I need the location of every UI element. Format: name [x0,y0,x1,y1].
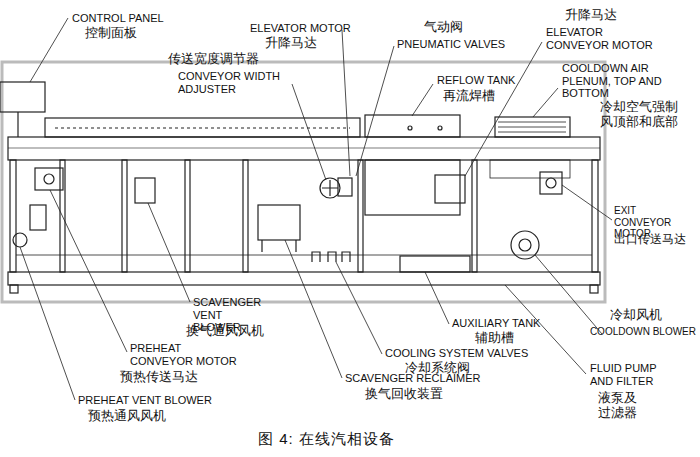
preheat-motor [35,168,63,190]
part-label-cn: 冷却空气强制风顶部和底部 [600,100,680,130]
cooldown-blower [511,231,539,259]
part-label: REFLOW TANK [437,74,515,87]
part-label: FLUID PUMP AND FILTER [590,362,670,387]
part-label-cn: 控制面板 [85,26,137,41]
vent-blower [135,178,155,203]
conveyor-cover [45,118,360,137]
reflow-tank [365,115,460,137]
part-label: PNEUMATIC VALVES [397,38,505,51]
leader-lines [20,18,612,400]
part-label: COOLING SYSTEM VALVES [385,347,528,360]
figure-caption: 图 4: 在线汽相设备 [258,430,395,447]
part-label: SCAVENGER RECLAIMER [345,372,481,385]
frame-posts [10,160,598,272]
part-label-cn: 传送宽度调节器 [168,52,259,67]
part-label: AUXILIARY TANK [452,317,540,330]
part-label: COOLDOWN AIR PLENUM, TOP AND BOTTOM [562,62,694,100]
reclaimer [258,205,300,240]
part-label-cn: 冷却风机 [610,308,662,323]
part-label-cn: 气动阀 [424,20,463,35]
exit-motor [540,172,562,194]
outer-frame [2,62,605,302]
part-label: ELEVATOR MOTOR [250,22,351,35]
part-label-cn: 预热传送马达 [120,370,198,385]
part-label: ELEVATOR CONVEYOR MOTOR [546,26,664,51]
part-label: CONVEYOR WIDTH ADJUSTER [178,70,290,95]
reflow-lower [365,160,460,215]
part-label-cn: 再流焊槽 [443,89,495,104]
part-label-cn: 升降马达 [565,8,617,23]
part-label-cn: 液泵及过滤器 [598,391,640,421]
preheat-blower [13,233,27,247]
part-label-cn: 升降马达 [265,36,317,51]
top-rail [8,137,600,160]
cooling-valves [312,252,350,262]
part-label-cn: 预热通风风机 [88,409,166,424]
part-label: PREHEAT VENT BLOWER [78,394,212,407]
base-rail [8,272,600,285]
part-label-cn: 换气回收装置 [365,387,443,402]
part-label: CONTROL PANEL [72,12,164,25]
part-label: PREHEAT CONVEYOR MOTOR [130,342,240,367]
auxiliary-tank [400,256,470,272]
part-label-cn: 出口传送马达 [614,233,686,247]
width-adjuster-wheel [320,178,340,198]
cooldown-plenum [495,117,570,137]
part-label-cn: 辅助槽 [475,331,514,346]
part-label-cn: 换气通风风机 [186,324,264,339]
part-label: COOLDOWN BLOWER [590,326,696,338]
control-panel [0,82,45,112]
